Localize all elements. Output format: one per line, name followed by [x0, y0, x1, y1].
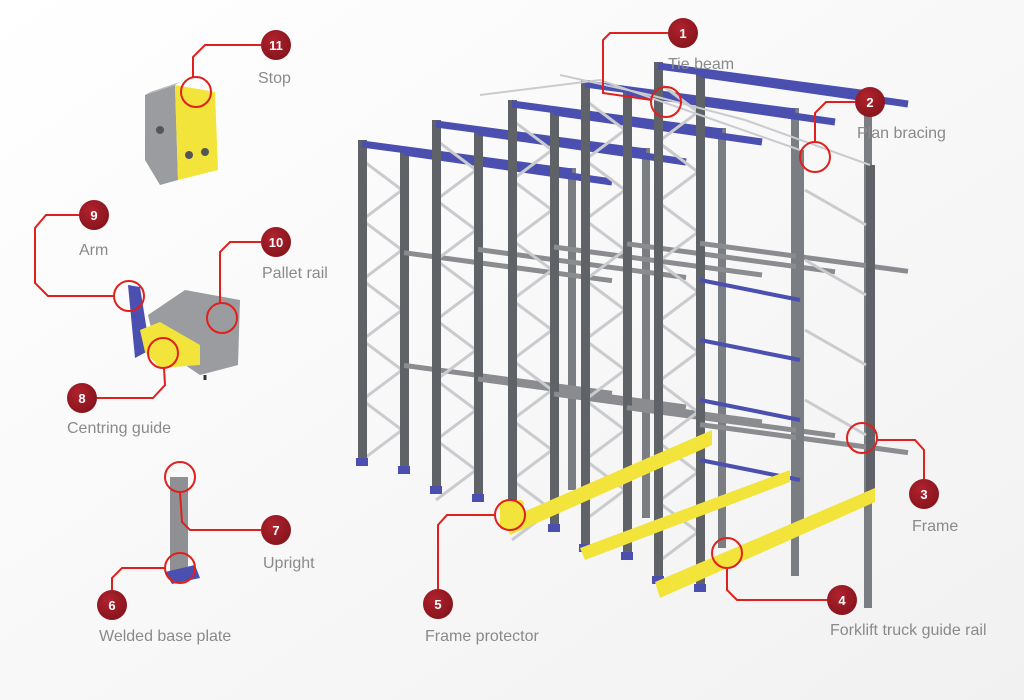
callout-badge-tie-beam: 1	[668, 18, 698, 48]
upright	[358, 140, 367, 462]
highlight-circle-upright	[164, 461, 196, 493]
upright	[718, 128, 726, 548]
guide-rail	[505, 430, 712, 535]
callout-leaders	[34, 32, 925, 601]
leader-line-upright	[179, 491, 261, 531]
callout-label-frame: Frame	[912, 518, 959, 535]
callout-badge-frame: 3	[909, 479, 939, 509]
highlight-circle-plan-bracing	[799, 141, 831, 173]
upright	[796, 150, 804, 530]
upright	[474, 128, 483, 498]
highlight-circle-arm	[113, 280, 145, 312]
arm	[699, 278, 801, 302]
leader-line-pallet-rail	[219, 241, 261, 303]
callout-badge-forklift-truck-guide-rail: 4	[827, 585, 857, 615]
upright	[581, 80, 590, 548]
leader-line-frame-protector	[437, 514, 495, 589]
callout-label-welded-base-plate: Welded base plate	[99, 628, 232, 645]
leader-line-welded-base-plate	[111, 567, 165, 590]
callout-label-centring-guide: Centring guide	[67, 420, 172, 437]
frame-protector	[500, 500, 524, 530]
highlight-circle-forklift-truck-guide-rail	[711, 537, 743, 569]
upright	[432, 120, 441, 490]
callout-label-plan-bracing: Plan bracing	[857, 125, 946, 142]
frame-bracing	[804, 398, 867, 437]
callout-badge-plan-bracing: 2	[855, 87, 885, 117]
base-plate	[694, 584, 706, 592]
base-plate	[430, 486, 442, 494]
highlight-circle-frame	[846, 422, 878, 454]
drive-in-rack	[356, 62, 909, 608]
callout-label-forklift-truck-guide-rail: Forklift truck guide rail	[830, 622, 987, 639]
leader-line-arm	[34, 214, 114, 297]
callout-badge-pallet-rail: 10	[261, 227, 291, 257]
plan-bracing	[559, 74, 871, 166]
leader-line-plan-bracing	[814, 101, 855, 142]
leader-line-stop	[192, 44, 261, 77]
highlight-circle-tie-beam	[650, 86, 682, 118]
highlight-circle-stop	[180, 76, 212, 108]
frame-bracing	[804, 188, 867, 227]
base-plate	[621, 552, 633, 560]
callout-label-upright: Upright	[263, 555, 315, 572]
base-plate	[548, 524, 560, 532]
leader-line-forklift-truck-guide-rail	[726, 568, 827, 601]
frame-bracing	[804, 328, 867, 367]
highlight-circle-welded-base-plate	[164, 552, 196, 584]
plan-bracing	[479, 78, 801, 151]
upright	[866, 165, 875, 495]
highlight-circle-centring-guide	[147, 337, 179, 369]
stop-component	[145, 82, 218, 185]
callout-badge-stop: 11	[261, 30, 291, 60]
callout-badge-upright: 7	[261, 515, 291, 545]
upright	[642, 148, 650, 518]
callout-badge-frame-protector: 5	[423, 589, 453, 619]
leader-line-centring-guide	[97, 367, 167, 399]
base-plate	[356, 458, 368, 466]
highlight-circle-pallet-rail	[206, 302, 238, 334]
upright	[791, 108, 799, 576]
arm-pallet-rail-component	[128, 285, 240, 380]
frame-bracing	[804, 258, 867, 297]
upright	[508, 100, 517, 520]
upright	[550, 108, 559, 528]
highlight-circle-frame-protector	[494, 499, 526, 531]
callout-label-tie-beam: Tie beam	[668, 56, 735, 73]
callout-label-arm: Arm	[79, 242, 109, 259]
callout-badge-arm: 9	[79, 200, 109, 230]
arm	[699, 398, 801, 422]
forklift-guide-rail	[655, 488, 875, 598]
leader-line-frame	[877, 439, 925, 479]
callout-label-pallet-rail: Pallet rail	[262, 265, 328, 282]
callout-badge-welded-base-plate: 6	[97, 590, 127, 620]
leader-line-tie-beam	[602, 32, 668, 101]
callout-label-frame-protector: Frame protector	[425, 628, 539, 645]
upright	[568, 168, 576, 490]
base-plate	[472, 494, 484, 502]
callout-badge-centring-guide: 8	[67, 383, 97, 413]
upright	[400, 148, 409, 470]
guide-rail	[580, 470, 790, 560]
upright	[654, 62, 663, 580]
arm	[699, 338, 801, 362]
upright	[696, 70, 705, 588]
upright	[623, 88, 632, 556]
callout-label-stop: Stop	[258, 70, 291, 87]
base-plate	[652, 576, 664, 584]
base-plate	[398, 466, 410, 474]
